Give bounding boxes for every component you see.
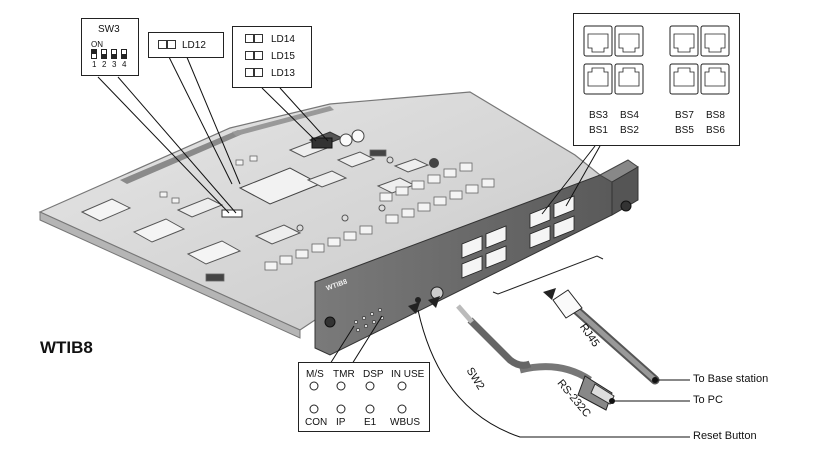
ports-callout: BS3 BS4 BS7 BS8 BS1 BS2 BS5 BS6 [573,13,740,146]
pc-dot [609,398,615,404]
led-label-wbus: WBUS [390,417,420,428]
board-title: WTIB8 [40,338,93,357]
dip-switch-3 [111,49,117,59]
ld13-led-left [245,68,254,77]
port-label-bs2: BS2 [620,125,639,136]
ld12-led-right [167,40,176,49]
to-base-station-label: To Base station [693,373,769,385]
ld15-label: LD15 [271,51,295,62]
led-e1 [365,404,375,414]
port-bs1-jack [583,63,613,95]
status-led-circles [309,381,407,414]
led-ms [309,381,319,391]
sw3-num-1: 1 [92,60,97,69]
dip-switch-1 [91,49,97,59]
pcb-board [38,91,602,339]
port-label-bs4: BS4 [620,110,639,121]
faceplate-leds [354,308,384,332]
port-bs7-top [669,25,699,57]
ld14-led-right [254,34,263,43]
ld15-led-left [245,51,254,60]
port-label-bs6: BS6 [706,125,725,136]
led-label-ip: IP [336,417,346,428]
sw3-switches [91,49,131,59]
dip-switch-2 [101,49,107,59]
sw3-num-2: 2 [102,60,107,69]
port-label-bs5: BS5 [675,125,694,136]
port-bs6-jack [700,63,730,95]
led-tmr [336,381,346,391]
led-wbus [397,404,407,414]
reset-button-label: Reset Button [693,430,757,442]
leader-lines [97,54,690,438]
cables [456,289,660,411]
sw3-callout: SW3 ON 1 2 3 4 [81,18,139,76]
dip-switch-4 [121,49,127,59]
port-bs3-top [583,25,613,57]
ld14-led-left [245,34,254,43]
ld13-label: LD13 [271,68,295,79]
to-pc-label: To PC [693,394,723,406]
port-jacks [583,25,730,95]
arrows [408,288,556,314]
sw3-title: SW3 [98,24,120,35]
led-label-dsp: DSP [363,369,384,380]
led-dsp [365,381,375,391]
capacitors [296,129,439,232]
chips [80,131,430,265]
components [159,149,495,282]
sw3-num-3: 3 [112,60,117,69]
sw3-on-board [221,209,243,218]
port-label-bs1: BS1 [589,125,608,136]
screw-right [620,200,632,212]
led-label-con: CON [305,417,328,428]
led-label-e1: E1 [364,417,377,428]
port-bs4-top [614,25,644,57]
status-led-callout: M/S TMR DSP IN USE CON IP E1 WBUS [298,362,430,432]
led-con [309,404,319,414]
port-bracket [492,255,604,295]
screw-left [324,316,336,328]
port-bs8-top [700,25,730,57]
ld15-led-right [254,51,263,60]
led-cluster-on-board [311,137,333,149]
led-label-inuse: IN USE [391,369,425,380]
led-label-tmr: TMR [333,369,355,380]
port-label-bs8: BS8 [706,110,725,121]
port-label-bs7: BS7 [675,110,694,121]
ld12-callout: LD12 [148,32,224,58]
ld13-led-right [254,68,263,77]
ld12-led-left [158,40,167,49]
ld-cluster-callout: LD14 LD15 LD13 [232,26,312,88]
ld14-label: LD14 [271,34,295,45]
port-label-bs3: BS3 [589,110,608,121]
led-ip [336,404,346,414]
sw3-on-label: ON [91,40,103,49]
reset-button-hole [415,297,421,303]
sw3-num-4: 4 [122,60,127,69]
port-bs5-jack [669,63,699,95]
led-label-ms: M/S [306,369,324,380]
port-bs2-jack [614,63,644,95]
led-inuse [397,381,407,391]
base-station-dot [652,377,658,383]
ld12-label: LD12 [182,40,206,51]
